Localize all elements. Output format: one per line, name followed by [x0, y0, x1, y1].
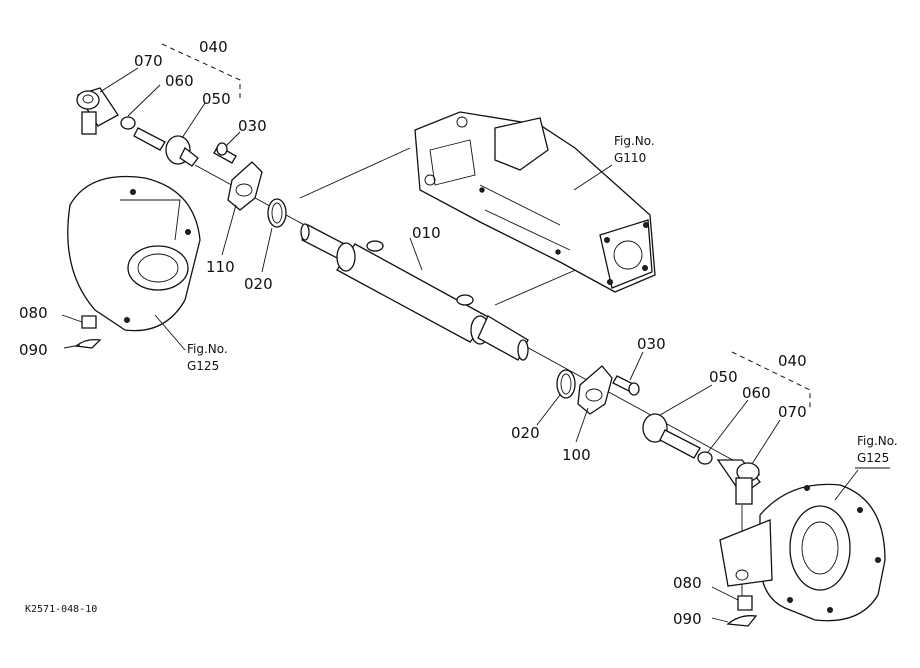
seal-ring-020-left	[267, 198, 287, 228]
leader-020-left	[261, 227, 273, 273]
bracket-040-top	[161, 43, 241, 100]
fig-ref-g110-line2: G110	[614, 151, 646, 165]
leader-020-right	[536, 394, 561, 426]
knuckle-housing-right-g125	[719, 483, 886, 622]
leader-110	[221, 204, 237, 256]
leader-g125-left	[154, 314, 186, 351]
callout-030-right: 030	[637, 335, 666, 353]
callout-020-left: 020	[244, 275, 273, 293]
bracket-040-right	[731, 351, 811, 410]
fig-ref-g125-right-line2: G125	[857, 451, 889, 465]
nut-080-left	[81, 315, 97, 329]
leader-030-top	[225, 131, 241, 147]
callout-070-right: 070	[778, 403, 807, 421]
callout-090-right: 090	[673, 610, 702, 628]
callout-020-right: 020	[511, 424, 540, 442]
leader-100	[575, 407, 589, 443]
leader-030-right	[629, 351, 644, 381]
nut-060-left	[120, 116, 136, 130]
callout-110: 110	[206, 258, 235, 276]
tie-rod-050-left	[133, 127, 199, 167]
cotter-pin-090-right	[726, 615, 758, 627]
leader-070-right	[751, 419, 781, 465]
bracket-100	[577, 365, 613, 415]
tie-rod-end-right	[716, 459, 761, 505]
nut-060-right	[697, 451, 713, 465]
callout-050-right: 050	[709, 368, 738, 386]
leader-080-left	[61, 314, 83, 323]
fig-ref-g125-left-line1: Fig.No.	[187, 342, 228, 356]
drawing-code: K2571-048-10	[25, 604, 97, 615]
fig-ref-g125-right-line1: Fig.No.	[857, 434, 898, 448]
callout-030-top: 030	[238, 117, 267, 135]
leader-060-right	[707, 399, 749, 453]
bracket-110	[227, 161, 263, 211]
callout-080-left: 080	[19, 304, 48, 322]
tie-rod-050-right	[642, 413, 701, 459]
tie-rod-end-left	[76, 87, 119, 135]
callout-100: 100	[562, 446, 591, 464]
callout-080-right: 080	[673, 574, 702, 592]
leader-010-frame-top	[299, 147, 411, 199]
callout-010: 010	[412, 224, 441, 242]
leader-070-top	[99, 67, 139, 93]
leader-g110	[573, 164, 613, 191]
leader-050-right	[659, 384, 713, 416]
cotter-pin-090-left	[74, 338, 102, 349]
leader-090-left	[63, 344, 81, 349]
callout-060-top: 060	[165, 72, 194, 90]
leader-090-right	[711, 617, 729, 623]
leader-080-right	[711, 586, 739, 601]
nut-080-right	[737, 595, 753, 611]
callout-050-top: 050	[202, 90, 231, 108]
callout-070-top: 070	[134, 52, 163, 70]
fig-ref-g125-left-line2: G125	[187, 359, 219, 373]
knuckle-housing-left-g125	[67, 175, 201, 332]
leader-010	[409, 237, 423, 271]
seal-ring-020-right	[556, 369, 576, 399]
leader-060-top	[127, 84, 161, 117]
callout-090-left: 090	[19, 341, 48, 359]
axle-frame-g110	[414, 111, 656, 293]
callout-040-right: 040	[778, 352, 807, 370]
callout-040-top: 040	[199, 38, 228, 56]
steering-cylinder	[300, 223, 529, 361]
callout-060-right: 060	[742, 384, 771, 402]
leader-050-top	[181, 102, 206, 139]
bolt-030-left	[213, 142, 237, 164]
bolt-030-right	[612, 375, 640, 396]
fig-ref-g110-line1: Fig.No.	[614, 134, 655, 148]
